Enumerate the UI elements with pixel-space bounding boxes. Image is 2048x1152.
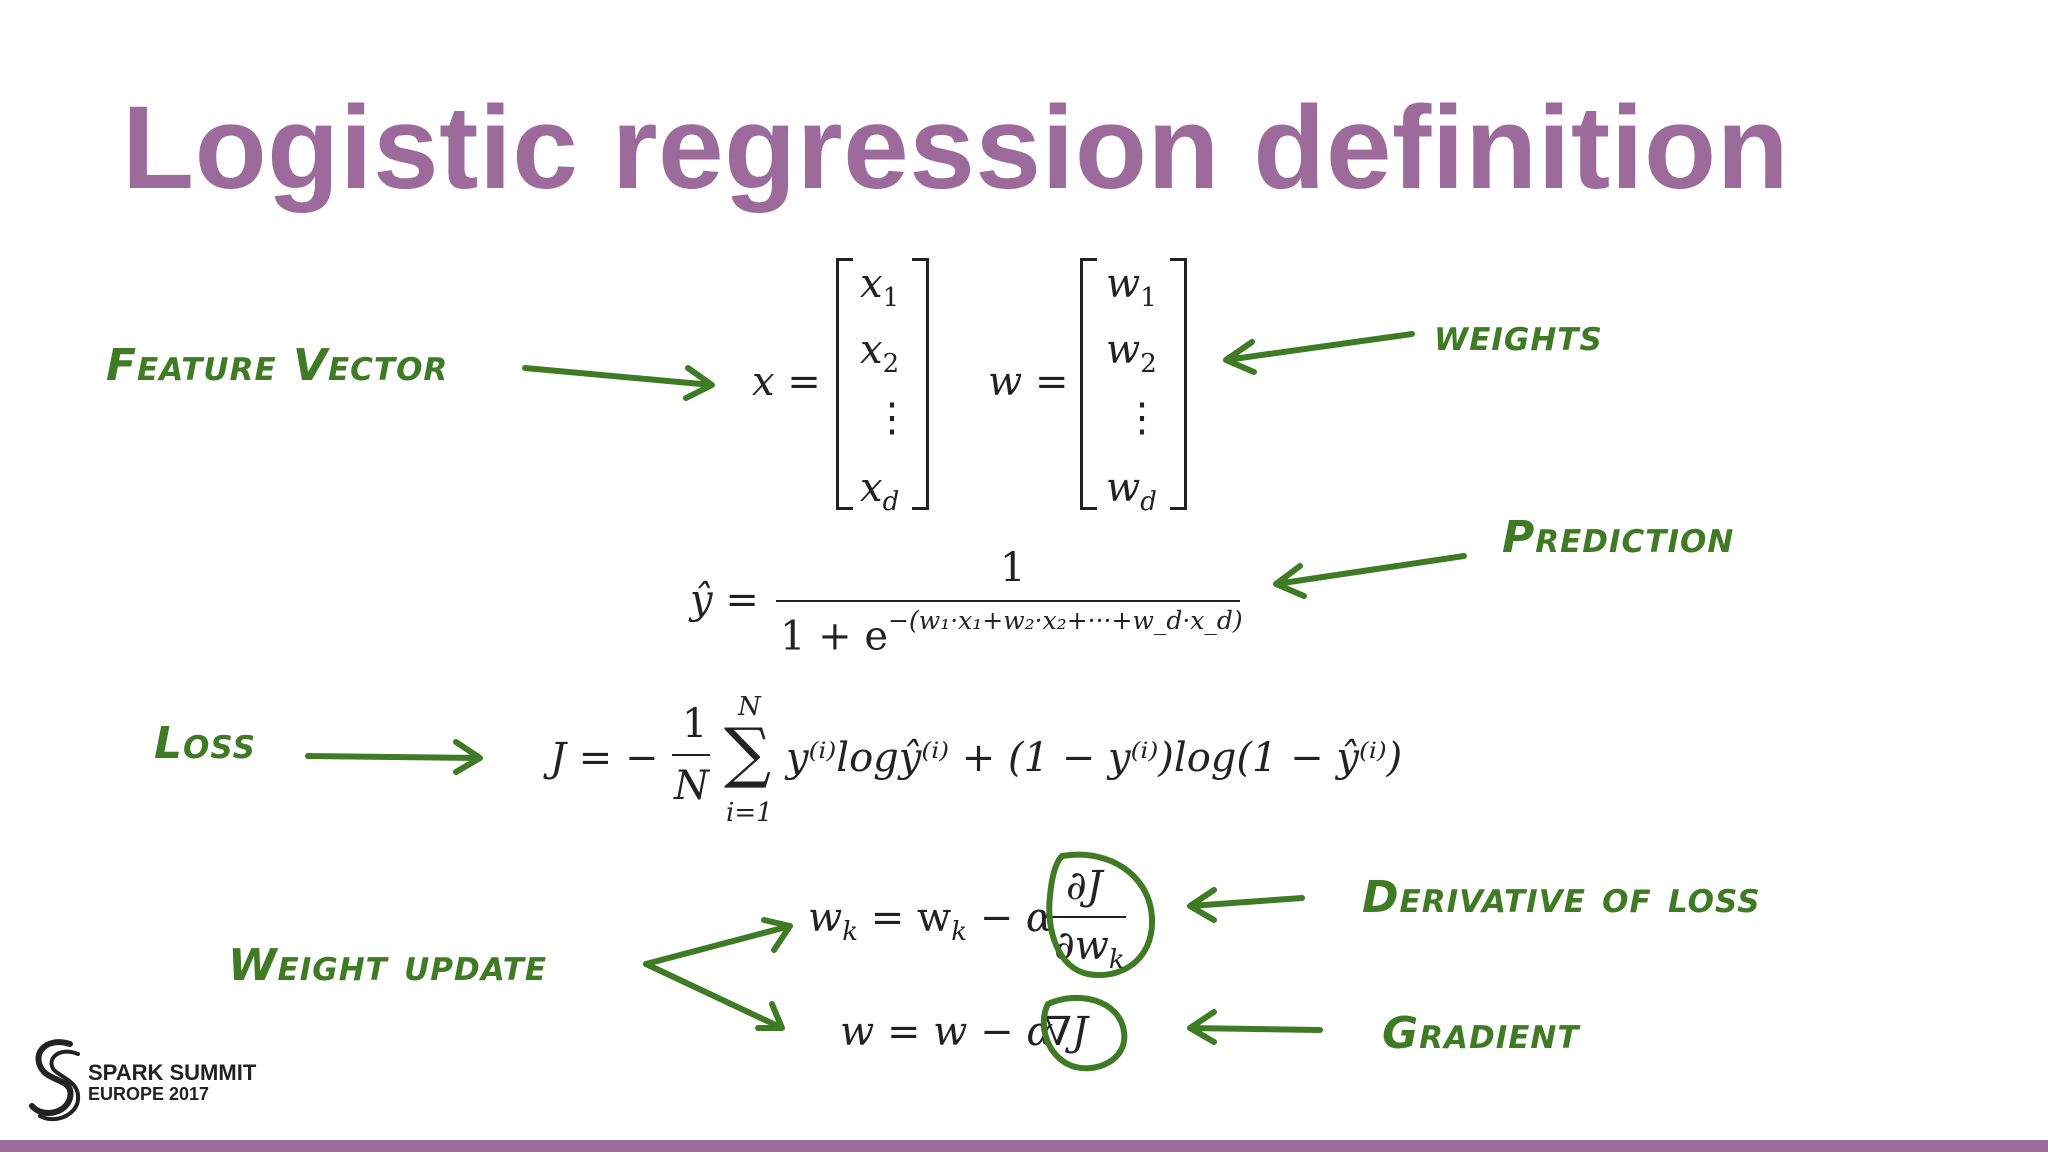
- spark-summit-logo-icon: [29, 1039, 81, 1122]
- arrow-feature-vector: [522, 365, 715, 401]
- note-loss: Loss: [154, 718, 256, 769]
- loss-frac-num: 1: [682, 701, 708, 747]
- w-entry-2: w2: [1106, 327, 1157, 379]
- w-vector-right-bracket: [1170, 258, 1187, 510]
- note-derivative-of-loss: Derivative of loss: [1362, 872, 1761, 923]
- prediction-numerator: 1: [1000, 545, 1026, 591]
- slide-title: Logistic regression definition: [122, 82, 1790, 214]
- x-vector-lhs: x =: [752, 359, 821, 405]
- update-k-num: ∂J: [1066, 863, 1103, 909]
- arrow-derivative: [1187, 887, 1305, 923]
- update-k-frac-bar: [1052, 916, 1126, 918]
- loss-sum-lower: i=1: [726, 798, 773, 828]
- circle-derivative: [1046, 851, 1156, 979]
- logo-line2: EUROPE 2017: [88, 1084, 210, 1104]
- arrow-weight-update-up: [643, 917, 793, 967]
- prediction-lhs: ŷ =: [690, 577, 759, 623]
- w-vector-left-bracket: [1080, 258, 1097, 510]
- x-entry-dots: ⋮: [872, 395, 912, 441]
- loss-lhs: J = −: [550, 735, 659, 781]
- note-weights: weights: [1434, 310, 1603, 361]
- circle-gradient: [1040, 994, 1128, 1072]
- note-weight-update: Weight update: [228, 940, 548, 991]
- w-entry-1: w1: [1106, 261, 1157, 313]
- arrow-loss: [305, 739, 483, 775]
- note-feature-vector: Feature Vector: [106, 340, 449, 391]
- update-k-lhs: wk = wk − α: [808, 895, 1053, 947]
- arrow-prediction: [1273, 553, 1467, 599]
- arrow-weights: [1223, 331, 1415, 375]
- logo-line1: SPARK SUMMIT: [88, 1060, 257, 1085]
- update-vec-lhs: w = w − α: [840, 1009, 1054, 1055]
- arrow-weight-update-down: [643, 961, 785, 1031]
- prediction-fraction-bar: [776, 600, 1240, 602]
- loss-sum-symbol: ∑: [724, 714, 772, 791]
- x-vector-left-bracket: [836, 258, 853, 510]
- prediction-denominator: 1 + e−(w₁·x₁+w₂·x₂+···+w_d·x_d): [780, 606, 1243, 660]
- x-entry-1: x1: [860, 261, 900, 313]
- w-vector-lhs: w =: [988, 359, 1069, 405]
- loss-frac-bar: [672, 754, 710, 756]
- x-vector-right-bracket: [912, 258, 929, 510]
- w-entry-d: wd: [1106, 465, 1157, 517]
- loss-body: y⁽ⁱ⁾logŷ⁽ⁱ⁾ + (1 − y⁽ⁱ⁾)log(1 − ŷ⁽ⁱ⁾): [786, 735, 1403, 781]
- w-entry-dots: ⋮: [1122, 395, 1162, 441]
- loss-frac-den: N: [674, 763, 709, 809]
- x-entry-2: x2: [860, 327, 900, 379]
- note-prediction: Prediction: [1502, 512, 1735, 563]
- bottom-accent-bar: [0, 1140, 2048, 1152]
- note-gradient: Gradient: [1382, 1008, 1580, 1059]
- x-entry-d: xd: [860, 465, 900, 517]
- loss-sum-upper: N: [738, 692, 761, 722]
- arrow-gradient: [1187, 1009, 1323, 1045]
